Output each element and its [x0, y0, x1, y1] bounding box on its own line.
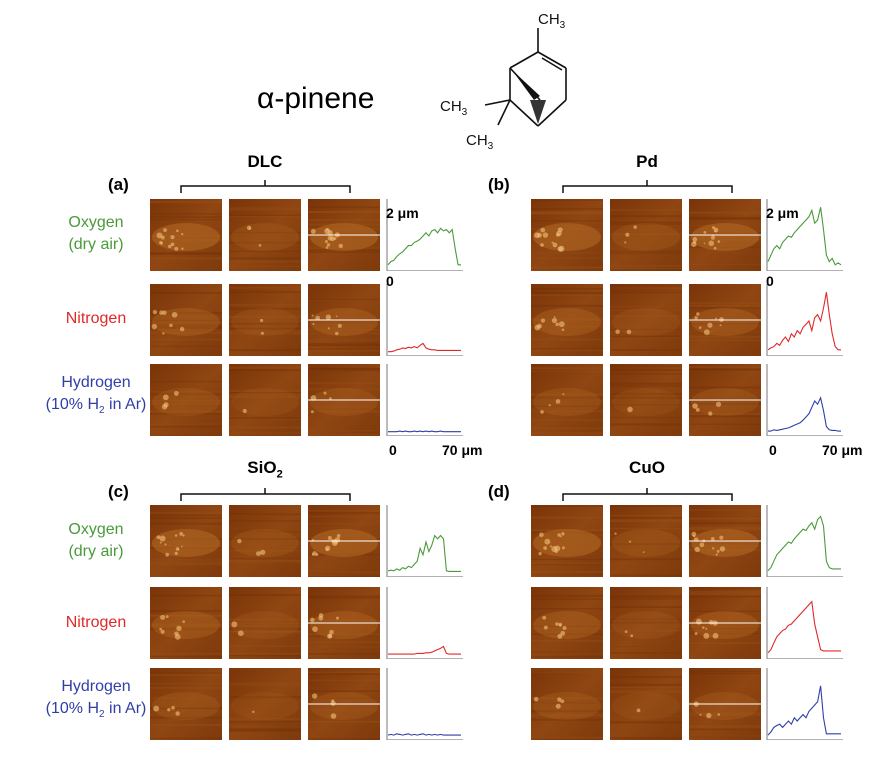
afm-image-b-nitrogen-1 — [531, 284, 603, 356]
gas-label-nitrogen-top: Nitrogen — [65, 310, 127, 327]
gas-label-oxygen-bottom: Oxygen(dry air) — [68, 521, 124, 560]
afm-image-a-hydrogen-3 — [308, 364, 380, 436]
afm-image-d-hydrogen-1 — [531, 668, 603, 740]
profile-trace-c-nitrogen — [386, 587, 463, 659]
height-profile-line — [768, 396, 841, 432]
afm-image-d-nitrogen-2 — [610, 587, 682, 659]
afm-image-d-oxygen-1 — [531, 505, 603, 577]
height-profile-line — [387, 534, 461, 572]
height-scale-top-b: 2 μm — [766, 205, 799, 221]
afm-image-d-hydrogen-2 — [610, 668, 682, 740]
profile-trace-a-oxygen — [386, 199, 463, 271]
height-profile-line — [767, 600, 841, 654]
afm-image-c-nitrogen-1 — [150, 587, 222, 659]
height-profile-line — [388, 430, 461, 433]
afm-image-d-hydrogen-3 — [689, 668, 761, 740]
afm-image-c-oxygen-1 — [150, 505, 222, 577]
bracket-a — [180, 180, 351, 193]
height-profile-line — [388, 645, 461, 655]
afm-image-c-hydrogen-2 — [229, 668, 301, 740]
material-title-a: DLC — [247, 152, 283, 171]
afm-image-a-oxygen-1 — [150, 199, 222, 271]
afm-image-a-hydrogen-2 — [229, 364, 301, 436]
afm-image-b-nitrogen-2 — [610, 284, 682, 356]
afm-image-c-nitrogen-2 — [229, 587, 301, 659]
afm-image-d-oxygen-2 — [610, 505, 682, 577]
bottom-methyl-label: CH — [466, 132, 488, 149]
x-axis-right-b: 70 μm — [822, 442, 863, 458]
profile-trace-d-nitrogen — [766, 587, 843, 659]
afm-image-b-hydrogen-3 — [689, 364, 761, 436]
afm-image-b-oxygen-3 — [689, 199, 761, 271]
height-scale-top-a: 2 μm — [386, 205, 419, 221]
left-methyl-label: CH — [440, 98, 462, 115]
alpha-pinene-structure: CH3 CH3 CH3 — [440, 11, 567, 152]
x-axis-left-a: 0 — [389, 442, 397, 458]
svg-text:CH3: CH3 — [440, 98, 468, 118]
height-profile-line — [767, 515, 841, 572]
afm-image-a-hydrogen-1 — [150, 364, 222, 436]
profile-trace-b-nitrogen — [766, 284, 843, 356]
profile-trace-b-hydrogen — [766, 364, 843, 436]
profile-trace-d-hydrogen — [766, 668, 843, 740]
panel-letter-a: (a) — [108, 175, 129, 194]
height-profile-line — [387, 227, 461, 266]
afm-image-d-nitrogen-1 — [531, 587, 603, 659]
profile-trace-d-oxygen — [766, 505, 843, 577]
afm-image-c-hydrogen-1 — [150, 668, 222, 740]
afm-image-b-nitrogen-3 — [689, 284, 761, 356]
height-scale-bottom-b: 0 — [766, 273, 774, 289]
afm-image-c-oxygen-3 — [308, 505, 380, 577]
material-title-d: CuO — [629, 458, 665, 477]
afm-image-d-oxygen-3 — [689, 505, 761, 577]
afm-image-b-hydrogen-1 — [531, 364, 603, 436]
molecule-title: α-pinene — [257, 82, 375, 115]
panel-letter-b: (b) — [488, 175, 510, 194]
afm-image-a-nitrogen-3 — [308, 284, 380, 356]
gas-label-oxygen-top: Oxygen(dry air) — [68, 214, 124, 253]
material-title-b: Pd — [636, 152, 658, 171]
height-profile-line — [388, 342, 461, 353]
gas-label-nitrogen-bottom: Nitrogen — [65, 614, 127, 631]
x-axis-left-b: 0 — [769, 442, 777, 458]
profile-trace-c-oxygen — [386, 505, 463, 577]
profile-trace-c-hydrogen — [386, 668, 463, 740]
gas-label-hydrogen-top: Hydrogen (10% H2 in Ar) — [45, 374, 147, 417]
svg-text:CH3: CH3 — [466, 132, 494, 152]
afm-image-c-oxygen-2 — [229, 505, 301, 577]
panel-letter-d: (d) — [488, 482, 510, 501]
profile-trace-a-nitrogen — [386, 284, 463, 356]
height-profile-line — [767, 207, 842, 266]
afm-image-b-oxygen-1 — [531, 199, 603, 271]
afm-image-a-nitrogen-1 — [150, 284, 222, 356]
bracket-b — [562, 180, 733, 193]
bracket-d — [562, 488, 733, 501]
top-methyl-label: CH — [538, 11, 560, 28]
afm-image-b-oxygen-2 — [610, 199, 682, 271]
afm-image-d-nitrogen-3 — [689, 587, 761, 659]
x-axis-right-a: 70 μm — [442, 442, 483, 458]
height-profile-line — [767, 292, 841, 351]
bracket-c — [180, 488, 351, 501]
height-profile-line — [387, 733, 461, 736]
profile-trace-a-hydrogen — [386, 364, 463, 436]
afm-image-a-oxygen-3 — [308, 199, 380, 271]
svg-text:CH3: CH3 — [538, 11, 566, 31]
gas-label-hydrogen-bottom: Hydrogen (10% H2 in Ar) — [45, 678, 147, 721]
afm-image-a-nitrogen-2 — [229, 284, 301, 356]
afm-image-a-oxygen-2 — [229, 199, 301, 271]
afm-image-b-hydrogen-2 — [610, 364, 682, 436]
material-title-c: SiO2 — [247, 458, 283, 481]
afm-image-c-hydrogen-3 — [308, 668, 380, 740]
profile-trace-b-oxygen — [766, 199, 843, 271]
afm-image-c-nitrogen-3 — [308, 587, 380, 659]
panel-letter-c: (c) — [108, 482, 129, 501]
height-profile-line — [767, 685, 841, 736]
height-scale-bottom-a: 0 — [386, 273, 394, 289]
